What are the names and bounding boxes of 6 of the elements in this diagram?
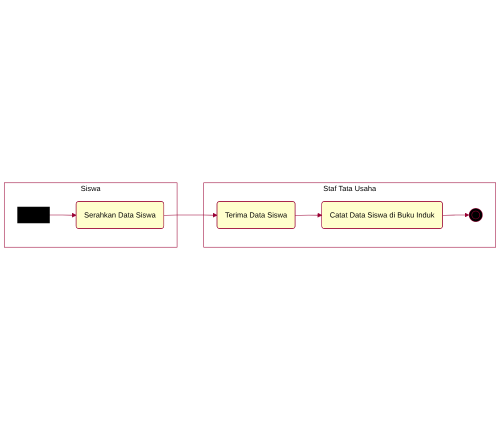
node-circle	[468, 208, 483, 222]
arrow	[164, 212, 218, 218]
node-bar	[17, 206, 50, 224]
arrow	[295, 212, 322, 218]
arrow	[49, 212, 77, 218]
arrow	[442, 212, 470, 218]
